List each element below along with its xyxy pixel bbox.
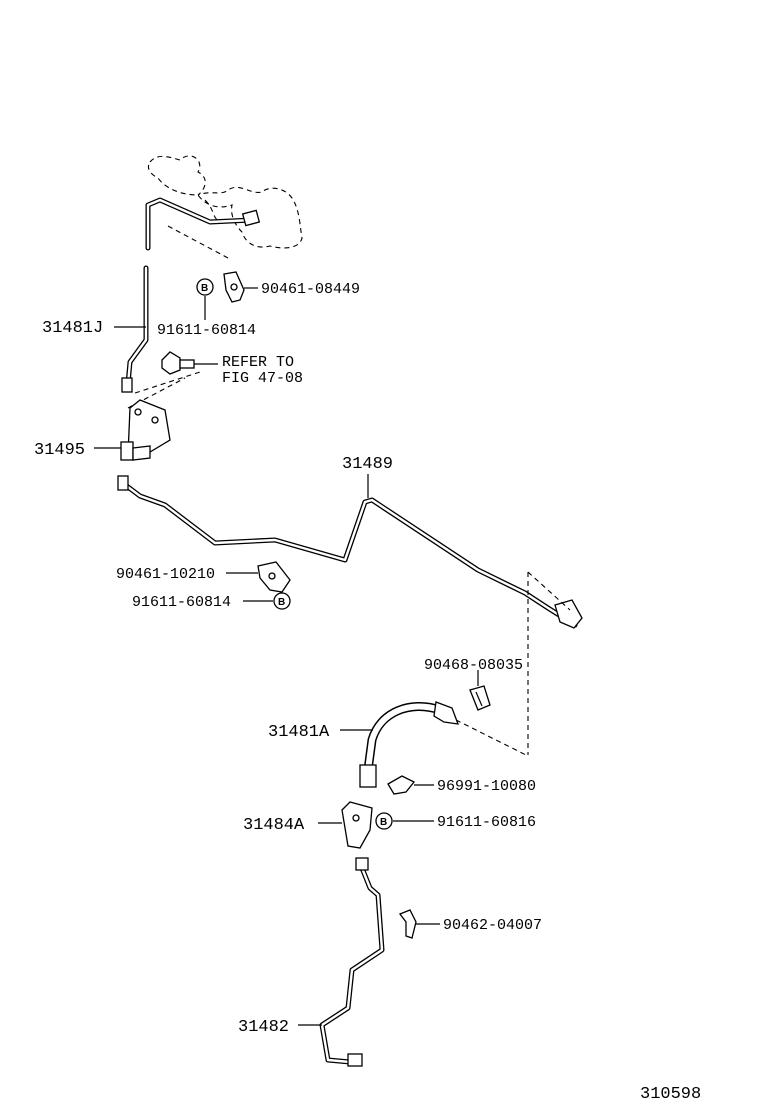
label-31489: 31489 (342, 455, 393, 474)
refer-line-1: REFER TO (222, 354, 294, 371)
pipe-31481j[interactable] (121, 197, 261, 393)
bolt-refer-fig[interactable] (161, 351, 195, 375)
pipe-31482[interactable] (319, 857, 385, 1067)
clip-90468-08035[interactable] (469, 685, 491, 711)
label-90461-08449: 90461-08449 (261, 281, 360, 298)
clip-90461-10210[interactable] (257, 561, 291, 593)
label-90462-04007: 90462-04007 (443, 917, 542, 934)
label-91611-60814-mid: 91611-60814 (132, 594, 231, 611)
bracket-31484a[interactable] (341, 801, 373, 849)
label-90468-08035: 90468-08035 (424, 657, 523, 674)
refer-line-2: FIG 47-08 (222, 370, 303, 387)
label-90461-10210: 90461-10210 (116, 566, 215, 583)
label-31495: 31495 (34, 441, 85, 460)
label-31482: 31482 (238, 1018, 289, 1037)
label-91611-60814-top: 91611-60814 (157, 322, 256, 339)
bolt-mark-bottom: B (375, 812, 393, 830)
bolt-mark-bottom-letter: B (380, 817, 387, 828)
pipe-31489[interactable] (117, 475, 583, 629)
bolt-mark-top-letter: B (201, 283, 208, 294)
bolt-mark-top: B (196, 278, 214, 296)
clip-90462-04007[interactable] (398, 909, 417, 939)
label-31481a: 31481A (268, 723, 330, 742)
bolt-mark-mid: B (273, 592, 291, 610)
master-cylinder-outline (147, 155, 303, 249)
hose-31481a[interactable] (359, 701, 459, 788)
bolt-mark-mid-letter: B (278, 597, 285, 608)
label-31484a: 31484A (243, 816, 305, 835)
bracket-31495[interactable] (120, 399, 171, 461)
clip-96991-10080[interactable] (387, 775, 416, 795)
label-31481j: 31481J (42, 319, 103, 338)
diagram-id: 310598 (640, 1085, 701, 1104)
label-96991-10080: 96991-10080 (437, 778, 536, 795)
label-91611-60816: 91611-60816 (437, 814, 536, 831)
clip-90461-08449[interactable] (223, 271, 245, 303)
